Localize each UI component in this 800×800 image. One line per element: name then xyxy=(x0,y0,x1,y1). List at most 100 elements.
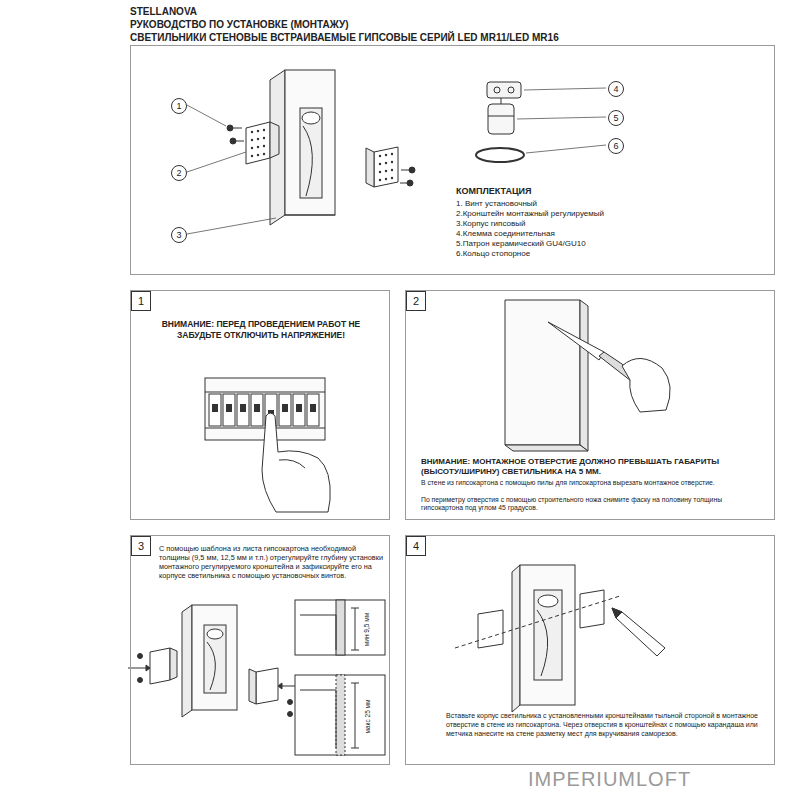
illustration-part xyxy=(187,105,226,126)
illustration-part xyxy=(391,169,393,171)
instruction-panel: КОМПЛЕКТАЦИЯ1. Винт установочный2.Кроншт… xyxy=(130,45,775,275)
illustration-part xyxy=(385,154,387,156)
illustration-part xyxy=(205,392,325,393)
illustration-part xyxy=(230,138,236,144)
number-text: 2 xyxy=(413,296,419,307)
illustration-part xyxy=(209,394,319,426)
callout-number: 3 xyxy=(171,227,187,243)
illustration-part xyxy=(407,180,413,186)
dimension-label: мин 9,5 мм xyxy=(364,612,371,645)
illustration-part xyxy=(257,154,259,156)
illustration-part xyxy=(478,610,503,648)
drywall-drawing xyxy=(505,300,588,451)
header-text: STELLANOVA xyxy=(130,6,197,17)
illustration-part xyxy=(257,146,259,148)
illustration-part xyxy=(251,131,253,133)
illustration-part xyxy=(138,654,143,659)
illustration-part xyxy=(296,404,302,412)
step-number: 1 xyxy=(131,291,151,311)
illustration-part xyxy=(476,148,524,162)
illustration-part xyxy=(300,108,322,198)
dimension-label: макс 25 мм xyxy=(364,699,371,733)
illustration-part xyxy=(251,394,263,426)
illustration-part xyxy=(257,138,259,140)
illustration-part xyxy=(288,712,293,717)
document-title: РУКОВОДСТВО ПО УСТАНОВКЕ (МОНТАЖУ) xyxy=(130,19,349,30)
panel-text: ВНИМАНИЕ: МОНТАЖНОЕ ОТВЕРСТИЕ ДОЛЖНО ПРЕ… xyxy=(421,457,761,477)
number-text: 2 xyxy=(176,169,181,178)
illustration-part xyxy=(487,82,521,98)
step-number: 2 xyxy=(406,291,426,311)
illustration-part xyxy=(351,748,359,749)
illustration-part xyxy=(226,404,232,412)
illustration-part xyxy=(548,322,604,360)
illustration-part xyxy=(379,153,393,181)
illustration-part xyxy=(379,171,381,173)
illustration-part xyxy=(227,125,233,131)
illustration-part xyxy=(270,70,285,225)
illustration-part xyxy=(263,129,265,131)
illustration-part xyxy=(146,665,150,671)
illustration-part xyxy=(300,615,336,650)
illustration-part xyxy=(257,130,259,132)
illustration-part xyxy=(310,404,316,412)
illustration-part xyxy=(207,642,215,690)
illustration-part xyxy=(385,162,387,164)
illustration-part xyxy=(192,605,237,710)
illustration-part xyxy=(379,155,381,157)
illustration-part xyxy=(270,122,279,158)
illustration-part xyxy=(517,117,606,119)
illustration-part xyxy=(505,445,588,451)
illustration-part xyxy=(285,215,335,216)
illustration-part xyxy=(279,460,305,468)
illustration-part xyxy=(391,177,393,179)
step-number: 4 xyxy=(406,536,426,556)
illustration-part xyxy=(512,565,520,712)
illustration-part xyxy=(187,218,276,234)
illustration-part xyxy=(150,648,170,684)
illustration-part xyxy=(278,683,282,689)
illustration-part xyxy=(355,683,356,748)
illustration-part xyxy=(488,104,514,134)
illustration-part xyxy=(336,675,345,755)
illustration-part xyxy=(366,148,374,187)
illustration-part xyxy=(249,669,256,704)
illustration-part xyxy=(207,629,223,639)
panel-text: 4.Клемма соединительная xyxy=(456,229,756,239)
illustration-part xyxy=(526,145,606,153)
illustration-part xyxy=(262,413,330,512)
panel-text: С помощью шаблона из листа гипсокартона … xyxy=(159,544,384,580)
hand-drawing xyxy=(262,413,330,512)
callout-number: 4 xyxy=(608,81,624,97)
watermark: IMPERIUMLOFT xyxy=(528,768,691,791)
luminaire-drawing xyxy=(128,605,300,717)
illustration-part xyxy=(520,565,575,705)
illustration-part xyxy=(282,404,288,412)
illustration-part xyxy=(534,590,562,680)
luminaire-drawing xyxy=(455,565,620,712)
illustration-part xyxy=(379,163,381,165)
panel-text: Вставьте корпус светильника с установлен… xyxy=(446,712,766,738)
illustration-part xyxy=(263,145,265,147)
illustration-part xyxy=(170,648,177,680)
illustration-part xyxy=(187,152,246,172)
illustration-part xyxy=(612,608,622,618)
illustration-part xyxy=(580,590,604,628)
screw-drawing xyxy=(227,125,415,186)
illustration-part xyxy=(285,70,335,215)
number-text: 1 xyxy=(138,296,144,307)
illustration-part xyxy=(508,87,514,93)
illustration-part xyxy=(251,129,265,157)
illustration-part xyxy=(293,394,305,426)
callout-number: 2 xyxy=(171,165,187,181)
illustration-part xyxy=(501,98,502,104)
illustration-part xyxy=(212,404,218,412)
panel-text: ВНИМАНИЕ: ПЕРЕД ПРОВЕДЕНИЕМ РАБОТ НЕ ЗАБ… xyxy=(151,319,371,340)
illustration-part xyxy=(237,394,249,426)
header-text: СВЕТИЛЬНИКИ СТЕНОВЫЕ ВСТРАИВАЕМЫЕ ГИПСОВ… xyxy=(130,32,559,43)
illustration-part xyxy=(254,404,260,412)
illustration-part xyxy=(138,654,293,717)
panel-text: КОМПЛЕКТАЦИЯ xyxy=(456,186,756,197)
